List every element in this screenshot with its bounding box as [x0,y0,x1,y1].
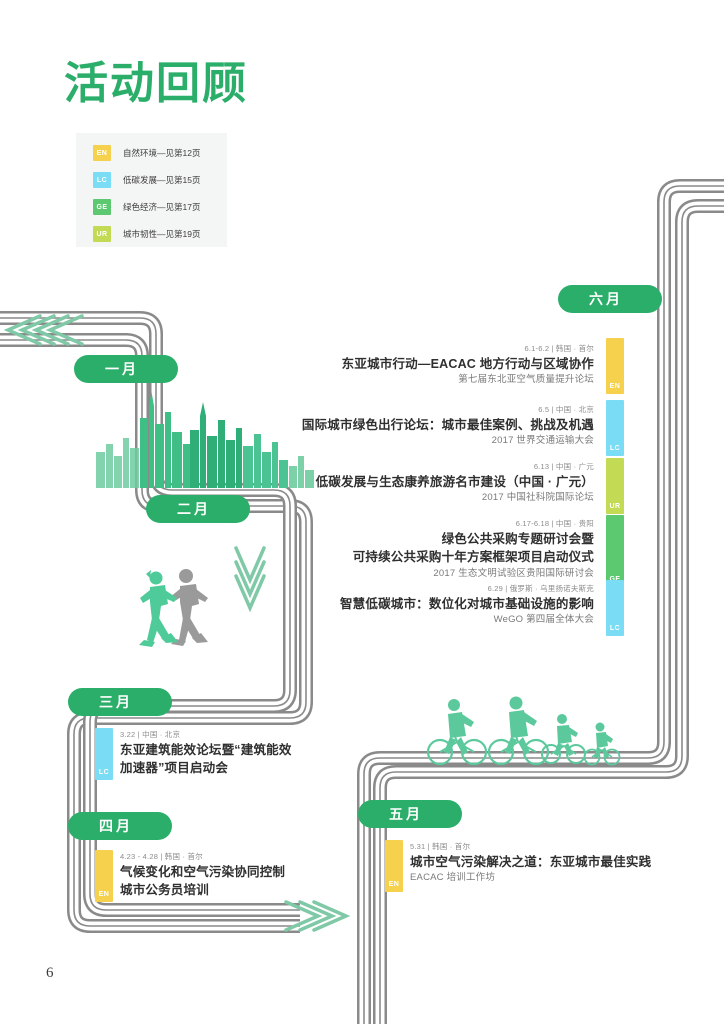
runners-illustration [139,569,208,647]
event-subtitle: EACAC 培训工作坊 [410,872,496,884]
event-tag-en-apr: EN [95,850,113,902]
chevron-arrow-right [284,900,351,932]
event-meta: 5.31 | 韩国 · 首尔 [410,842,471,851]
page-number: 6 [46,965,54,981]
road-segment-right [357,179,724,1024]
event-subtitle: 2017 世界交通运输大会 [491,435,594,447]
event-jun-4: 6.17-6.18 | 中国 · 贵阳 绿色公共采购专题研讨会暨 可持续公共采购… [280,519,594,581]
event-title: 国际城市绿色出行论坛：城市最佳案例、挑战及机遇 [301,417,594,432]
month-label-jan: 一月 [105,361,139,377]
legend-label-en: 自然环境—见第12页 [123,148,201,158]
event-title-line2: 城市公务员培训 [120,883,209,898]
event-tag-en-may: EN [385,840,403,892]
road-segment-right-parallel [373,199,724,1024]
event-subtitle: 2017 生态文明试验区贵阳国际研讨会 [433,568,594,579]
page-title: 活动回顾 [64,58,248,109]
month-label-mar: 三月 [99,694,133,710]
month-tab-jan: 一月 [74,355,178,383]
legend-item: UR 城市韧性—见第19页 [93,223,227,245]
event-title-line2: 可持续公共采购十年方案框架项目启动仪式 [352,550,594,565]
month-tab-feb: 二月 [146,495,250,523]
event-title: 气候变化和空气污染协同控制 [120,864,286,879]
month-tab-jun: 六月 [558,285,662,313]
month-label-apr: 四月 [99,818,133,834]
event-title: 智慧低碳城市：数位化对城市基础设施的影响 [339,596,594,611]
event-meta: 3.22 | 中国 · 北京 [120,730,181,739]
legend-label-ur: 城市韧性—见第19页 [123,229,201,239]
month-tab-may: 五月 [358,800,462,828]
month-tab-apr: 四月 [68,812,172,840]
event-tag-ge: GE [606,515,624,587]
event-subtitle: 2017 中国社科院国际论坛 [481,492,594,504]
cycling-family-illustration [426,696,621,766]
event-tag-lc-2: LC [606,580,624,636]
event-title: 城市空气污染解决之道：东亚城市最佳实践 [410,854,652,869]
event-title: 绿色公共采购专题研讨会暨 [441,531,594,546]
event-title: 东亚建筑能效论坛暨“建筑能效 [120,742,292,757]
event-tag-en: EN [606,338,624,394]
event-apr-1: 4.23 - 4.28 | 韩国 · 首尔 气候变化和空气污染协同控制 城市公务… [120,852,350,900]
category-legend: EN 自然环境—见第12页 LC 低碳发展—见第15页 GE 绿色经济—见第17… [76,133,227,247]
event-title: 低碳发展与生态康养旅游名市建设（中国 · 广元） [315,474,594,489]
event-tag-lc-mar: LC [95,728,113,780]
chevron-arrow-down [234,546,266,613]
legend-item: LC 低碳发展—见第15页 [93,169,227,191]
legend-item: EN 自然环境—见第12页 [93,142,227,164]
legend-item: GE 绿色经济—见第17页 [93,196,227,218]
event-meta: 6.17-6.18 | 中国 · 贵阳 [515,519,594,528]
legend-badge-ur: UR [93,226,111,242]
event-subtitle: WeGO 第四届全体大会 [493,614,594,626]
event-title: 东亚城市行动—EACAC 地方行动与区域协作 [341,356,594,371]
event-meta: 4.23 - 4.28 | 韩国 · 首尔 [120,852,203,861]
event-tag-ur: UR [606,458,624,514]
legend-badge-ge: GE [93,199,111,215]
legend-label-lc: 低碳发展—见第15页 [123,175,201,185]
event-meta: 6.29 | 俄罗斯 · 乌里扬诺夫斯克 [487,584,594,593]
event-meta: 6.5 | 中国 · 北京 [538,405,594,414]
event-meta: 6.13 | 中国 · 广元 [533,462,594,471]
event-jun-5: 6.29 | 俄罗斯 · 乌里扬诺夫斯克 智慧低碳城市：数位化对城市基础设施的影… [280,584,594,628]
city-skyline-illustration [96,392,314,488]
event-subtitle: 第七届东北亚空气质量提升论坛 [458,374,594,386]
chevron-arrow-left [3,314,84,346]
legend-badge-en: EN [93,145,111,161]
legend-label-ge: 绿色经济—见第17页 [123,202,201,212]
event-mar-1: 3.22 | 中国 · 北京 东亚建筑能效论坛暨“建筑能效 加速器”项目启动会 [120,730,350,778]
event-tag-lc: LC [606,400,624,456]
event-jun-1: 6.1-6.2 | 韩国 · 首尔 东亚城市行动—EACAC 地方行动与区域协作… [300,344,594,388]
month-label-feb: 二月 [177,501,211,517]
month-tab-mar: 三月 [68,688,172,716]
month-label-may: 五月 [389,806,423,822]
event-jun-3: 6.13 | 中国 · 广元 低碳发展与生态康养旅游名市建设（中国 · 广元） … [280,462,594,506]
event-jun-2: 6.5 | 中国 · 北京 国际城市绿色出行论坛：城市最佳案例、挑战及机遇 20… [280,405,594,449]
event-may-1: 5.31 | 韩国 · 首尔 城市空气污染解决之道：东亚城市最佳实践 EACAC… [410,842,700,886]
event-title-line2: 加速器”项目启动会 [120,761,229,776]
legend-badge-lc: LC [93,172,111,188]
month-label-jun: 六月 [589,291,623,307]
event-meta: 6.1-6.2 | 韩国 · 首尔 [524,344,594,353]
